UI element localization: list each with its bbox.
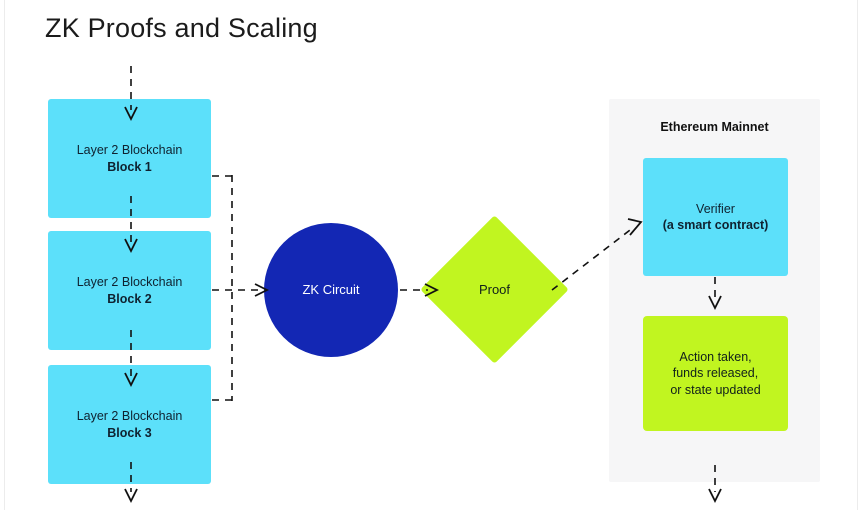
block-1-line-1: Layer 2 Blockchain [76,143,183,157]
node-verifier[interactable]: Verifier (a smart contract) [643,158,788,276]
verifier-line-1: Verifier [696,201,735,216]
verifier-line-2: (a smart contract) [662,218,769,232]
block-3-line-1: Layer 2 Blockchain [76,409,183,423]
zk-circuit-label: ZK Circuit [302,282,360,298]
block-1-line-2: Block 1 [107,159,152,174]
connector-circuit-to-proof [400,283,440,297]
connector-block1-to-block2 [124,196,138,254]
connector-action-out [708,465,722,504]
node-block-1[interactable]: Layer 2 Blockchain Block 1 [48,99,211,218]
connector-block3-out [124,462,138,504]
action-line-2: funds released, [672,366,759,381]
node-block-2[interactable]: Layer 2 Blockchain Block 2 [48,231,211,350]
connector-verifier-to-action [708,277,722,311]
page-rule-right [857,0,858,510]
connector-bracket-to-circuit [212,175,270,401]
node-block-3[interactable]: Layer 2 Blockchain Block 3 [48,365,211,484]
block-2-line-2: Block 2 [107,291,152,306]
node-zk-circuit[interactable]: ZK Circuit [264,223,398,357]
action-line-3: or state updated [670,382,761,397]
ethereum-mainnet-title: Ethereum Mainnet [660,120,769,134]
block-3-line-2: Block 3 [107,425,152,440]
page-title: ZK Proofs and Scaling [45,13,318,43]
connector-block2-to-block3 [124,330,138,388]
connector-into-block-1 [124,66,138,122]
node-proof[interactable]: Proof [420,215,569,364]
action-line-1: Action taken, [679,349,752,364]
page-rule-left [4,0,5,510]
block-2-line-1: Layer 2 Blockchain [76,275,183,289]
connector-proof-to-verifier [551,218,643,291]
node-action-taken[interactable]: Action taken, funds released, or state u… [643,316,788,431]
proof-label: Proof [478,282,511,297]
